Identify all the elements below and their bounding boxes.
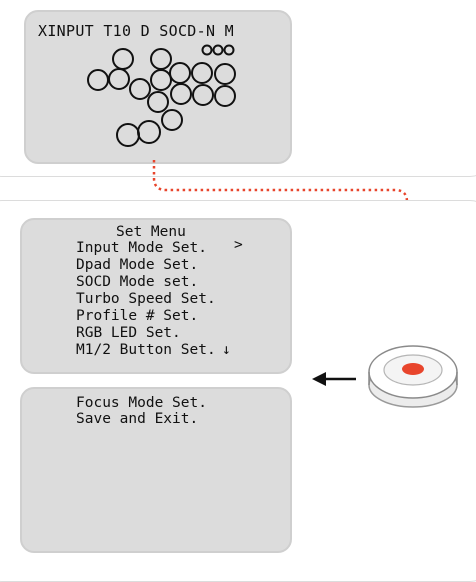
menu-item-save-exit: Save and Exit. bbox=[76, 411, 199, 427]
status-screen: XINPUT T10 D SOCD-N M bbox=[24, 10, 292, 164]
menu-item-dpad-mode: Dpad Mode Set. bbox=[76, 257, 199, 273]
menu-title: Set Menu bbox=[116, 224, 186, 240]
rotary-encoder-knob-icon bbox=[368, 345, 458, 408]
status-line: XINPUT T10 D SOCD-N M bbox=[38, 22, 234, 40]
menu-item-input-mode: Input Mode Set. bbox=[76, 240, 207, 256]
scroll-down-indicator: ↓ bbox=[222, 342, 231, 358]
menu-item-m12-button: M1/2 Button Set. bbox=[76, 342, 216, 358]
menu-item-focus-mode: Focus Mode Set. bbox=[76, 395, 207, 411]
menu-screen-page2: Focus Mode Set. Save and Exit. bbox=[20, 387, 292, 553]
menu-item-profile: Profile # Set. bbox=[76, 308, 199, 324]
menu-item-turbo-speed: Turbo Speed Set. bbox=[76, 291, 216, 307]
left-arrow-icon bbox=[312, 372, 356, 386]
menu-item-socd-mode: SOCD Mode set. bbox=[76, 274, 199, 290]
menu-screen: Set Menu Input Mode Set. > Dpad Mode Set… bbox=[20, 218, 292, 374]
menu-item-rgb-led: RGB LED Set. bbox=[76, 325, 181, 341]
selection-cursor: > bbox=[234, 237, 243, 253]
button-layout-icon bbox=[87, 44, 236, 147]
